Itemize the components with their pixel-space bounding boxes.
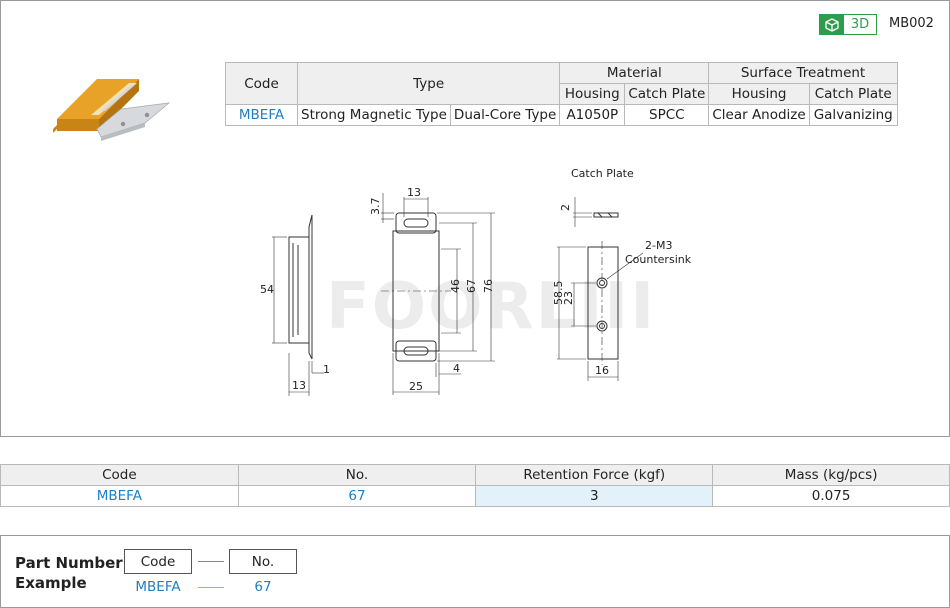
product-panel: 3D MB002 Code Type Material Surface Trea… bbox=[0, 0, 950, 437]
spec-mat-catch: SPCC bbox=[624, 104, 710, 126]
dim-3-7: 3.7 bbox=[369, 198, 382, 216]
spec-surf-housing: Clear Anodize bbox=[708, 104, 810, 126]
product-image bbox=[53, 79, 171, 141]
technical-drawing: FOORLIII 54 13 1 bbox=[260, 167, 692, 396]
pn-code-header: Code bbox=[124, 549, 192, 574]
dim-1: 1 bbox=[323, 363, 330, 376]
dim-67: 67 bbox=[465, 279, 478, 293]
3d-model-button[interactable]: 3D bbox=[819, 14, 877, 35]
dim-2: 2 bbox=[559, 204, 572, 211]
perf-mass-value: 0.075 bbox=[712, 485, 950, 507]
part-number-title-line1: Part Number bbox=[15, 554, 123, 572]
perf-no-link[interactable]: 67 bbox=[237, 485, 477, 507]
3d-label: 3D bbox=[850, 17, 870, 32]
front-view bbox=[381, 193, 495, 395]
cube-icon bbox=[820, 15, 844, 34]
pn-value-connector-line bbox=[198, 587, 224, 588]
pn-no-header: No. bbox=[229, 549, 297, 574]
dim-54: 54 bbox=[260, 283, 274, 296]
hole-note-1: 2-M3 bbox=[645, 239, 672, 252]
sub-catch-surface: Catch Plate bbox=[808, 83, 898, 105]
model-code: MB002 bbox=[889, 16, 934, 31]
performance-table: Code No. Retention Force (kgf) Mass (kg/… bbox=[0, 464, 950, 507]
spec-surf-catch: Galvanizing bbox=[808, 104, 898, 126]
pn-connector-line bbox=[198, 561, 224, 562]
hole-note-2: Countersink bbox=[625, 253, 692, 266]
col-type-header: Type bbox=[296, 62, 561, 105]
perf-code-link[interactable]: MBEFA bbox=[0, 485, 239, 507]
sub-housing-material: Housing bbox=[559, 83, 626, 105]
dim-25: 25 bbox=[409, 380, 423, 393]
part-number-example: Part Number Example Code No. MBEFA 67 bbox=[0, 535, 950, 608]
sub-housing-surface: Housing bbox=[708, 83, 810, 105]
spec-table: Code Type Material Surface Treatment Hou… bbox=[225, 62, 898, 126]
part-number-title-line2: Example bbox=[15, 574, 87, 592]
perf-header-no: No. bbox=[237, 464, 477, 486]
dim-13-front: 13 bbox=[407, 186, 421, 199]
side-view bbox=[272, 214, 324, 396]
perf-header-force: Retention Force (kgf) bbox=[475, 464, 714, 486]
catch-plate-title: Catch Plate bbox=[571, 167, 634, 180]
perf-header-code: Code bbox=[0, 464, 239, 486]
col-code-header: Code bbox=[225, 62, 298, 105]
dim-4: 4 bbox=[453, 362, 460, 375]
dim-23: 23 bbox=[562, 291, 575, 305]
dim-46: 46 bbox=[449, 279, 462, 293]
pn-code-value: MBEFA bbox=[135, 579, 181, 595]
dim-13-side: 13 bbox=[292, 379, 306, 392]
catch-plate-view bbox=[557, 197, 644, 381]
col-surface-header: Surface Treatment bbox=[708, 62, 898, 84]
spec-type-2: Dual-Core Type bbox=[449, 104, 561, 126]
pn-no-value: 67 bbox=[254, 579, 272, 595]
col-material-header: Material bbox=[559, 62, 710, 84]
dim-58-5: 58.5 bbox=[552, 281, 565, 306]
spec-mat-housing: A1050P bbox=[559, 104, 626, 126]
perf-header-mass: Mass (kg/pcs) bbox=[712, 464, 950, 486]
dim-16: 16 bbox=[595, 364, 609, 377]
sub-catch-material: Catch Plate bbox=[624, 83, 710, 105]
perf-force-value: 3 bbox=[475, 485, 714, 507]
spec-code-link[interactable]: MBEFA bbox=[225, 104, 298, 126]
spec-type-1: Strong Magnetic Type bbox=[297, 104, 451, 126]
dim-76: 76 bbox=[482, 279, 495, 293]
part-number-title: Part Number Example bbox=[15, 553, 123, 593]
